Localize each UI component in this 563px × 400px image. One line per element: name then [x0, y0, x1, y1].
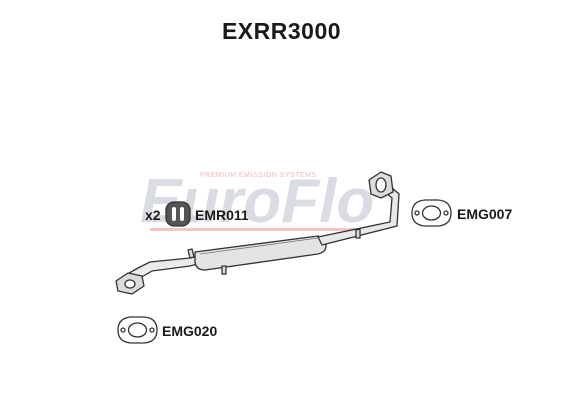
front-gasket-code: EMG020	[162, 323, 218, 339]
watermark-red-swoosh	[150, 228, 380, 231]
rubber-mount-icon	[165, 201, 191, 227]
part-number-title: EXRR3000	[221, 18, 342, 44]
silencer-hanger	[221, 265, 227, 275]
rear-gasket-code: EMG007	[457, 206, 513, 222]
front-hanger	[187, 248, 195, 259]
silencer-body	[194, 235, 327, 271]
rubber-mount-quantity: x2	[145, 207, 161, 223]
watermark-tagline: PREMIUM EMISSION SYSTEMS	[200, 172, 317, 179]
rear-hanger	[355, 228, 361, 239]
rubber-mount-code: EMR011	[195, 207, 249, 223]
front-flange-hole	[124, 279, 136, 289]
front-gasket-icon	[117, 316, 158, 344]
centre-silencer-assembly	[115, 171, 400, 295]
silencer-seam	[199, 237, 319, 255]
rear-flange-hole	[375, 177, 387, 193]
rear-gasket-icon	[411, 199, 452, 227]
